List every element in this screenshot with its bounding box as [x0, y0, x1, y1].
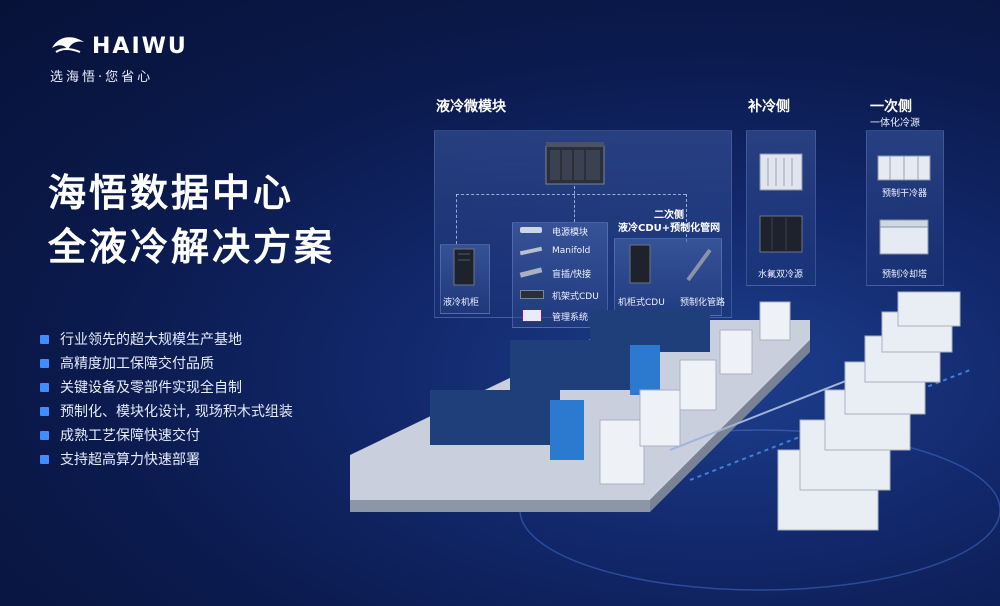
primary-header: 一次侧 — [870, 99, 912, 115]
supplement-header: 补冷侧 — [748, 99, 790, 115]
component-label: 机架式CDU — [552, 292, 599, 302]
title-line-1: 海悟数据中心 — [48, 171, 295, 215]
feature-text: 行业领先的超大规模生产基地 — [60, 332, 242, 348]
prefab-pipe-icon — [686, 248, 712, 282]
secondary-title: 二次侧 — [654, 210, 684, 221]
title-line-2: 全液冷解决方案 — [48, 225, 336, 269]
management-system-icon — [522, 309, 542, 322]
connector-line — [456, 194, 457, 244]
connector-line — [574, 186, 575, 222]
feature-item: 支持超高算力快速部署 — [40, 450, 293, 474]
feature-item: 成熟工艺保障快速交付 — [40, 426, 293, 450]
bullet-icon — [40, 335, 49, 344]
supplement-item-label: 水氟双冷源 — [758, 270, 804, 280]
bullet-icon — [40, 431, 49, 440]
connector-line — [456, 194, 686, 195]
cabinet-cdu-icon — [629, 244, 651, 284]
brand-tagline: 选海悟·您省心 — [50, 70, 154, 85]
dual-source-unit-icon — [759, 215, 803, 253]
bullet-icon — [40, 359, 49, 368]
secondary-subtitle: 液冷CDU+预制化管网 — [618, 223, 721, 234]
bullet-icon — [40, 407, 49, 416]
component-label: 管理系统 — [552, 313, 589, 323]
feature-text: 成熟工艺保障快速交付 — [60, 428, 200, 444]
cabinet-icon — [453, 248, 475, 286]
secondary-item-label: 机柜式CDU — [618, 298, 665, 308]
dry-cooler-icon — [877, 155, 931, 181]
haiwu-logo-icon — [52, 37, 84, 53]
feature-text: 预制化、模块化设计, 现场积木式组装 — [60, 404, 293, 420]
component-label: Manifold — [552, 246, 591, 256]
feature-text: 支持超高算力快速部署 — [60, 452, 200, 468]
bullet-icon — [40, 383, 49, 392]
micro-module-icon — [545, 142, 605, 185]
bullet-icon — [40, 455, 49, 464]
primary-item-label: 预制干冷器 — [882, 189, 928, 199]
power-module-icon — [520, 227, 542, 233]
feature-text: 关键设备及零部件实现全自制 — [60, 380, 242, 396]
connector-line — [686, 194, 687, 242]
feature-item: 预制化、模块化设计, 现场积木式组装 — [40, 402, 293, 426]
cooling-tower-icon — [879, 219, 929, 255]
component-label: 盲插/快接 — [552, 270, 592, 280]
primary-subheader: 一体化冷源 — [870, 118, 920, 129]
secondary-item-label: 预制化管路 — [680, 298, 726, 308]
feature-item: 行业领先的超大规模生产基地 — [40, 330, 293, 354]
module-header: 液冷微模块 — [436, 99, 506, 115]
component-label: 电源模块 — [552, 228, 589, 238]
data-center-illustration — [350, 291, 1000, 591]
feature-list: 行业领先的超大规模生产基地 高精度加工保障交付品质 关键设备及零部件实现全自制 … — [40, 330, 293, 474]
feature-text: 高精度加工保障交付品质 — [60, 356, 214, 372]
chiller-icon — [759, 153, 803, 191]
feature-item: 关键设备及零部件实现全自制 — [40, 378, 293, 402]
rack-cdu-icon — [520, 290, 544, 299]
cabinet-label: 液冷机柜 — [443, 298, 480, 308]
feature-item: 高精度加工保障交付品质 — [40, 354, 293, 378]
primary-item-label: 预制冷却塔 — [882, 270, 928, 280]
brand-name: HAIWU — [92, 34, 188, 59]
